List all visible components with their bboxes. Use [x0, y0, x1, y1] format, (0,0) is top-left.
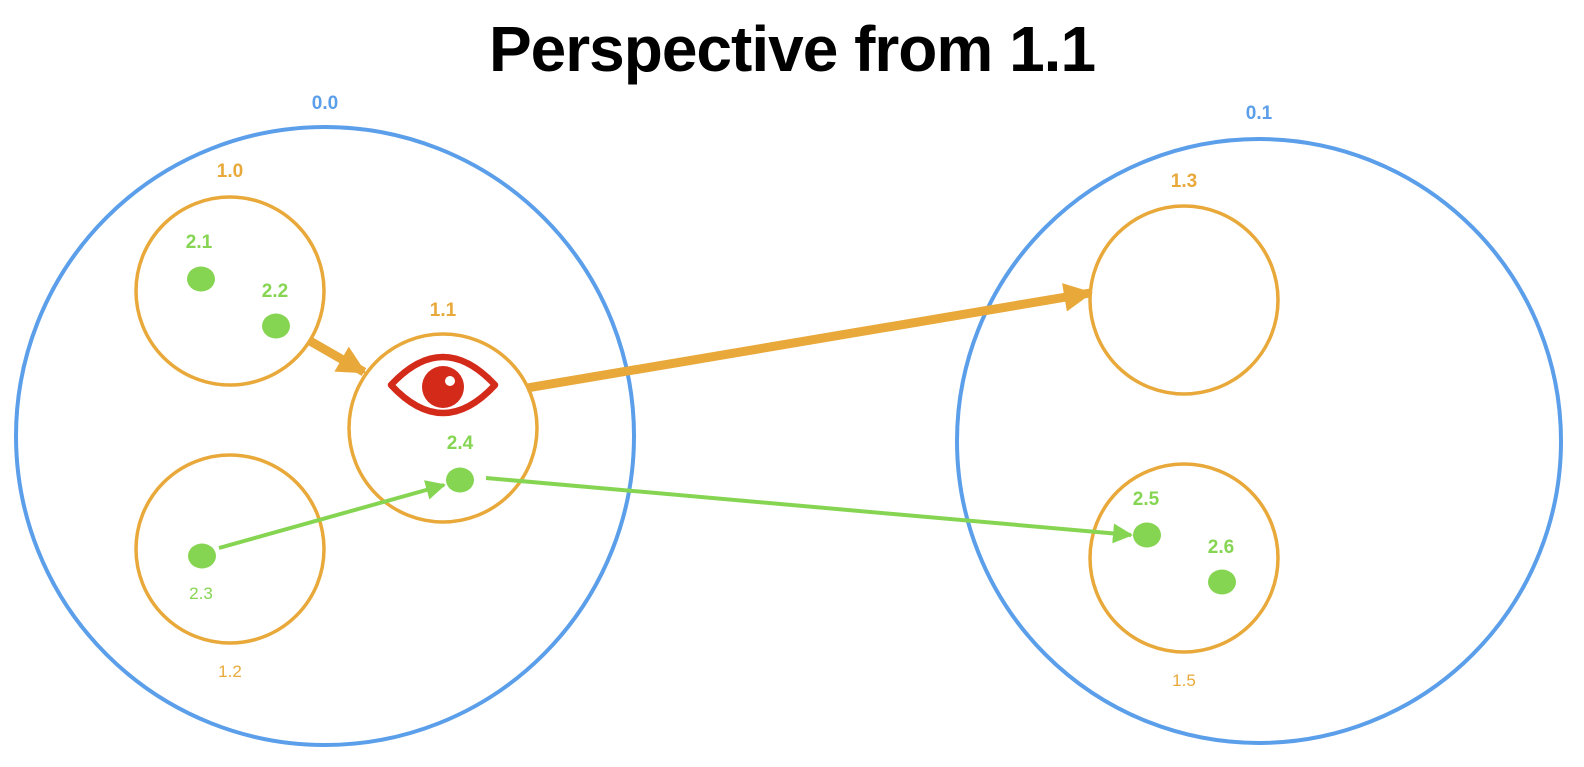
label-2-1: 2.1 — [186, 232, 213, 253]
group-1-5-circle — [1088, 462, 1280, 654]
edge-2-4-to-2-5 — [485, 476, 1133, 544]
edge-2-3-to-2-4 — [218, 480, 446, 550]
group-1-1-circle — [347, 332, 539, 524]
label-2-5: 2.5 — [1133, 489, 1160, 510]
node-2-6 — [1208, 569, 1236, 595]
node-2-1 — [187, 266, 215, 292]
label-1-5: 1.5 — [1172, 671, 1196, 690]
label-0-0: 0.0 — [312, 93, 338, 114]
group-1-2-circle — [134, 453, 326, 645]
label-2-6: 2.6 — [1208, 537, 1234, 558]
node-2-3 — [188, 543, 216, 569]
node-2-4 — [446, 467, 474, 493]
label-1-1: 1.1 — [430, 300, 457, 321]
label-1-2: 1.2 — [218, 662, 242, 681]
node-2-5 — [1133, 522, 1161, 548]
group-1-3-circle — [1088, 204, 1280, 396]
label-1-0: 1.0 — [217, 161, 243, 182]
eye-icon — [387, 353, 499, 417]
group-0-0-circle — [14, 125, 636, 747]
label-1-3: 1.3 — [1171, 171, 1197, 192]
edge-1-1-to-1-3 — [526, 283, 1093, 393]
group-1-0-circle — [134, 195, 326, 387]
node-2-2 — [262, 313, 290, 339]
label-2-4: 2.4 — [447, 433, 474, 454]
group-0-1-circle — [955, 137, 1563, 745]
label-2-2: 2.2 — [262, 281, 288, 302]
edge-1-0-to-1-1 — [307, 337, 367, 376]
label-2-3: 2.3 — [189, 584, 213, 603]
label-0-1: 0.1 — [1246, 103, 1273, 124]
page-title: Perspective from 1.1 — [488, 13, 1096, 85]
